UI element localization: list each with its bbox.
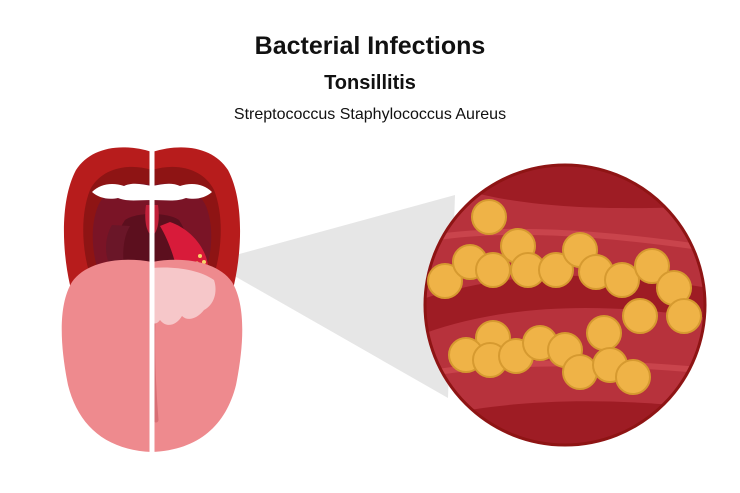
bacterium <box>604 262 640 298</box>
magnifier-cone <box>210 195 455 398</box>
bacterium <box>634 248 670 284</box>
tongue-coating <box>151 267 216 325</box>
bacterium <box>622 298 658 334</box>
tonsil-right-infected <box>160 222 208 266</box>
bacterium <box>666 298 702 334</box>
bacteria-chain-lower <box>448 315 651 395</box>
tonsil-left <box>106 225 130 268</box>
magnified-tissue-view <box>423 163 707 447</box>
open-mouth <box>61 147 243 452</box>
bacterium <box>538 252 574 288</box>
bacteria-chain-upper <box>427 199 702 334</box>
bacteria-caption: Streptococcus Staphylococcus Aureus <box>233 106 507 123</box>
bacterium <box>615 359 651 395</box>
bacterium <box>562 354 598 390</box>
page-title: Bacterial Infections <box>254 32 486 60</box>
bacterium <box>471 199 507 235</box>
page-subtitle: Tonsillitis <box>324 72 416 94</box>
bacterium <box>427 263 463 299</box>
bacterium <box>586 315 622 351</box>
